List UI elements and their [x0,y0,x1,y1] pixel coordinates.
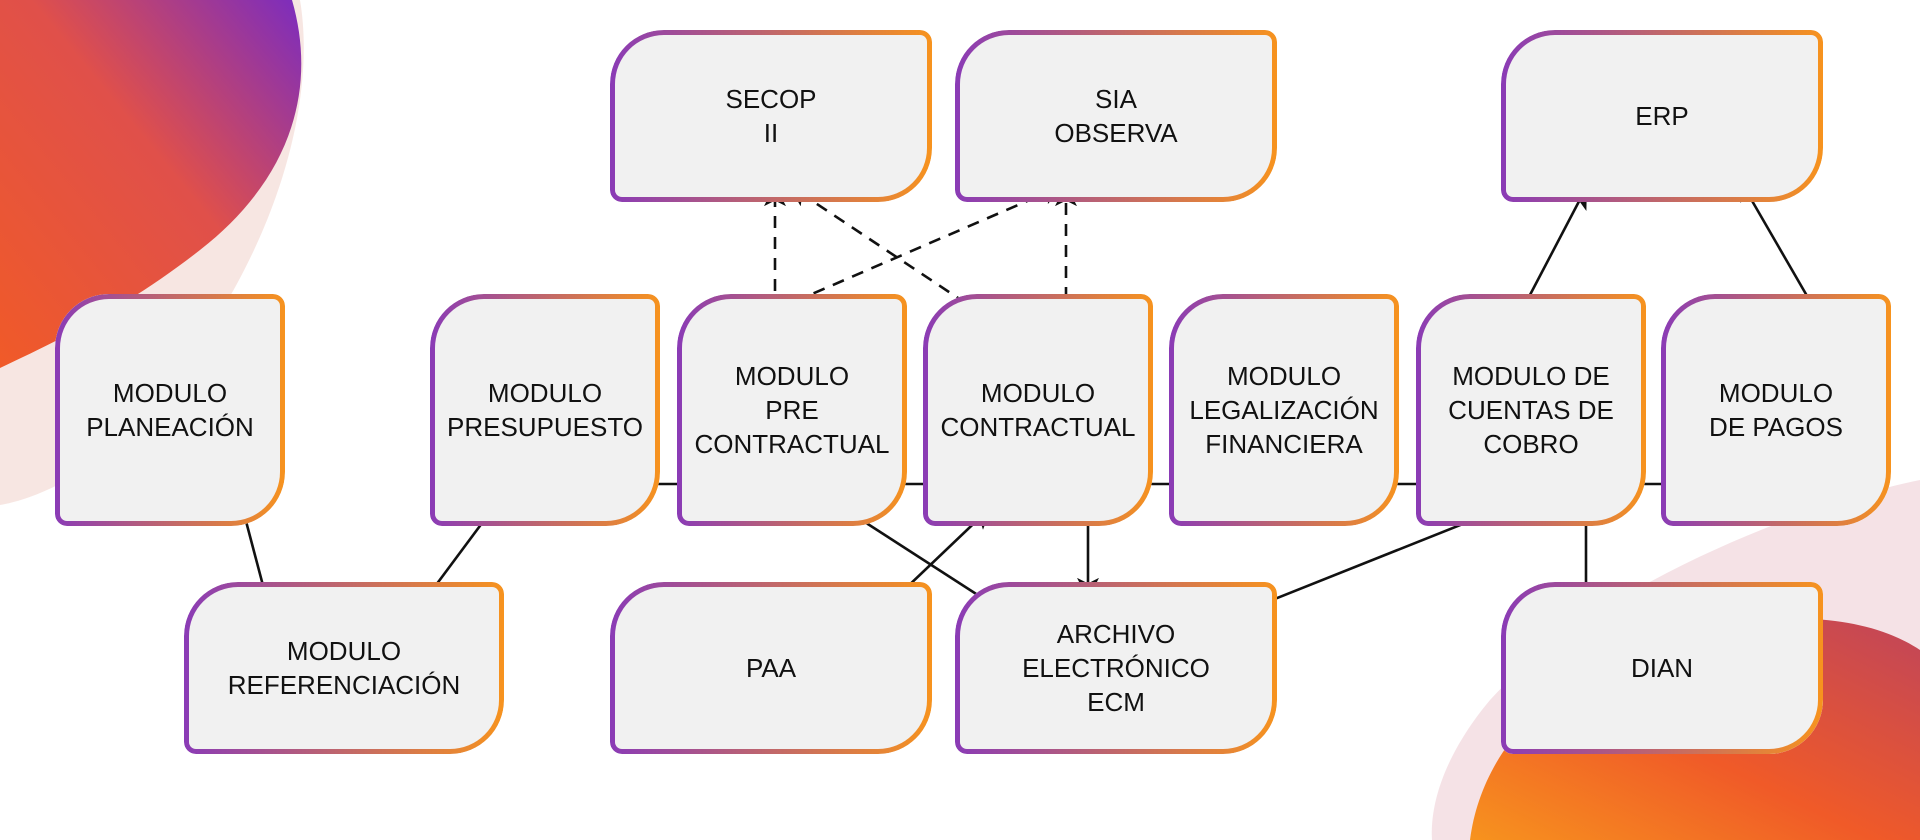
node-label: MODULO REFERENCIACIÓN [227,636,461,700]
node-label: SIA OBSERVA [1054,84,1178,148]
node-archivo-electronico-ecm: ARCHIVO ELECTRÓNICO ECM [955,582,1277,754]
node-label: MODULO DE PAGOS [1709,378,1843,442]
node-label: MODULO DE CUENTAS DE COBRO [1448,361,1614,459]
node-modulo-de-pagos: MODULO DE PAGOS [1661,294,1891,526]
node-label: DIAN [1630,653,1694,683]
node-label: MODULO LEGALIZACIÓN FINANCIERA [1189,361,1379,459]
node-erp: ERP [1501,30,1823,202]
node-modulo-legalizacion-financiera: MODULO LEGALIZACIÓN FINANCIERA [1169,294,1399,526]
node-label: MODULO PLANEACIÓN [86,378,254,442]
node-sia-observa: SIA OBSERVA [955,30,1277,202]
node-modulo-cuentas-de-cobro: MODULO DE CUENTAS DE COBRO [1416,294,1646,526]
blob-top-left [0,0,302,368]
node-label: SECOP II [725,84,817,148]
dashed-precontractual-to-sia [774,183,1064,312]
node-modulo-presupuesto: MODULO PRESUPUESTO [430,294,660,526]
node-label: ERP [1635,101,1689,131]
node-label: ARCHIVO ELECTRÓNICO ECM [1022,619,1210,717]
node-label: MODULO CONTRACTUAL [940,378,1136,442]
node-label: MODULO PRESUPUESTO [446,378,643,442]
node-modulo-referenciacion: MODULO REFERENCIACIÓN [184,582,504,754]
node-secop-ii: SECOP II [610,30,932,202]
arrow-cuentas-to-erp [1518,186,1588,315]
node-label: MODULO PRE CONTRACTUAL [694,361,890,459]
node-paa: PAA [610,582,932,754]
node-modulo-planeacion: MODULO PLANEACIÓN [55,294,285,526]
node-dian: DIAN [1501,582,1823,754]
node-modulo-contractual: MODULO CONTRACTUAL [923,294,1153,526]
node-label: PAA [745,653,797,683]
node-modulo-precontractual: MODULO PRE CONTRACTUAL [677,294,907,526]
